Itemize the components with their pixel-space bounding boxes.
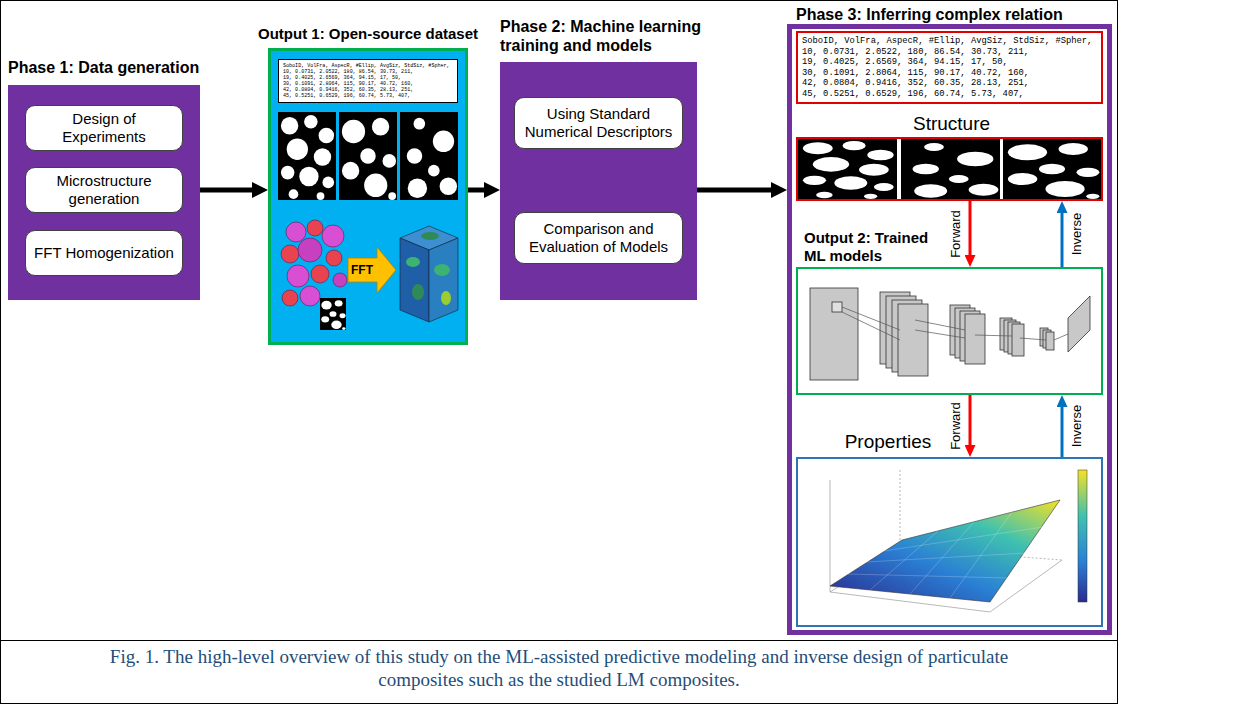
table-row: 42, 0.0804, 0.9416, 352, 60.35, 28.13, 2… <box>802 78 1029 89</box>
box-label: Using Standard Numerical Descriptors <box>521 105 676 141</box>
data-table: SoboID, VolFra, AspecR, #Ellip, AvgSiz, … <box>278 59 458 103</box>
edge-label: Inverse <box>1070 212 1084 257</box>
table-row: 19, 0.4025, 2.6569, 364, 94.15, 17, 50, <box>283 75 401 81</box>
flow-arrow <box>1061 213 1064 267</box>
figure-caption: Fig. 1. The high-level overview of this … <box>84 646 1034 692</box>
phase-box: Phase 1: Data generationDesign of Experi… <box>8 85 200 300</box>
box-heading: Phase 3: Inferring complex relation <box>796 5 1106 24</box>
edge-label: Forward <box>949 209 963 259</box>
particle-cluster <box>281 220 347 306</box>
microstructure-images <box>278 112 458 200</box>
table-row: 10, 0.0731, 2.0522, 180, 86.54, 30.73, 2… <box>802 47 1029 58</box>
arrow-label: FFT <box>351 263 373 277</box>
flow-arrow <box>1061 407 1064 457</box>
table-row: 45, 0.5251, 0.6529, 196, 60.74, 5.73, 40… <box>802 89 1024 100</box>
box-label: FFT Homogenization <box>34 244 174 262</box>
box-label: Design of Experiments <box>32 110 176 146</box>
table-row: SoboID, VolFra, AspecR, #Ellip, AvgSiz, … <box>283 63 450 69</box>
flow-arrow <box>969 201 972 255</box>
flow-arrow <box>697 188 771 193</box>
step-box: Using Standard Numerical Descriptors <box>514 97 683 149</box>
flow-arrow <box>200 188 252 193</box>
cnn-illustration <box>810 288 1090 380</box>
table-row: SoboID, VolFra, AspecR, #Ellip, AvgSiz, … <box>802 36 1092 47</box>
box-label: Microstructure generation <box>32 172 176 208</box>
flow-arrow <box>468 188 484 193</box>
table-row: 10, 0.0731, 2.0522, 180, 86.54, 30.73, 2… <box>283 69 413 75</box>
box-heading: Output 1: Open-source dataset <box>238 25 498 43</box>
phase-box: Phase 2: Machine learning training and m… <box>500 62 697 300</box>
box-heading: Phase 2: Machine learning training and m… <box>500 17 755 55</box>
flow-arrow <box>969 395 972 445</box>
box-heading: Structure <box>858 113 1045 136</box>
caption-rule <box>1 640 1118 641</box>
step-box: Design of Experiments <box>25 105 183 151</box>
table-row: 45, 0.5251, 0.6529, 196, 60.74, 5.73, 40… <box>283 93 410 99</box>
step-box: Comparison and Evaluation of Models <box>514 212 683 264</box>
box-heading: Properties <box>828 431 948 454</box>
table-row: 30, 0.1091, 2.8064, 115, 90.17, 40.72, 1… <box>283 81 413 87</box>
structure-images <box>798 139 1101 199</box>
edge-label: Forward <box>949 401 963 451</box>
table-row: 42, 0.0804, 0.9416, 352, 60.35, 28.13, 2… <box>283 87 413 93</box>
box-heading: Output 2: Trained ML models <box>804 229 944 265</box>
step-box: FFT Homogenization <box>25 230 183 276</box>
section-image <box>320 298 346 330</box>
box-heading: Phase 1: Data generation <box>8 58 258 77</box>
fft-arrow <box>348 247 396 293</box>
field-cube <box>400 226 458 322</box>
table-row: 30, 0.1091, 2.8064, 115, 90.17, 40.72, 1… <box>802 68 1029 79</box>
table-row: 19, 0.4025, 2.6569, 364, 94.15, 17, 50, <box>802 57 1008 68</box>
step-box: Microstructure generation <box>25 167 183 213</box>
surface-plot <box>830 470 1087 612</box>
edge-label: Inverse <box>1070 404 1084 449</box>
figure-frame <box>1 1 1118 704</box>
box-label: Comparison and Evaluation of Models <box>521 220 676 256</box>
data-table: SoboID, VolFra, AspecR, #Ellip, AvgSiz, … <box>796 31 1103 104</box>
